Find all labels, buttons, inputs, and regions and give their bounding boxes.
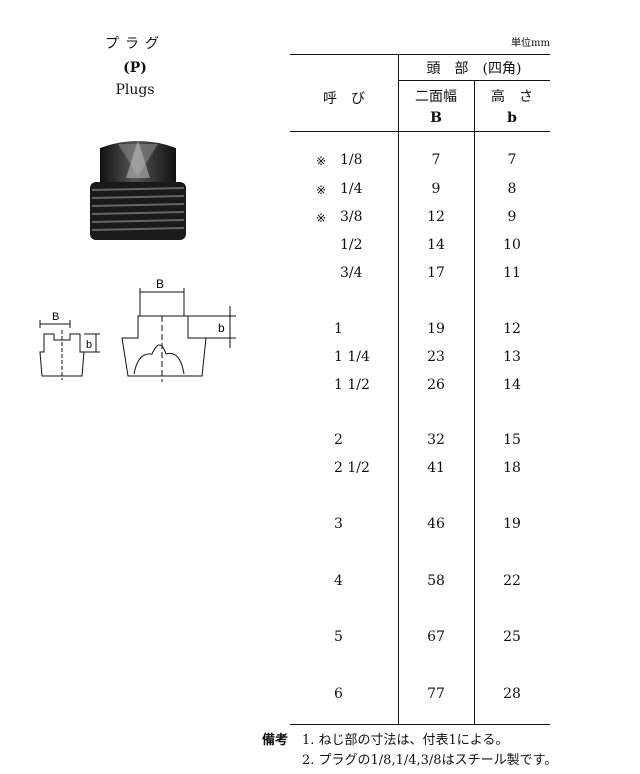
large-b-lower-label: b <box>218 321 225 335</box>
header-height: 高 さ <box>491 89 533 105</box>
row-B: 12 <box>427 209 445 225</box>
header-col-b: b <box>507 110 517 126</box>
row-b: 25 <box>503 629 521 645</box>
unit-label: 単位mm <box>511 38 550 49</box>
row-size: 5 <box>334 629 343 645</box>
row-size: 1/4 <box>340 181 363 197</box>
row-b: 12 <box>503 321 521 337</box>
row-B: 77 <box>427 686 445 702</box>
row-b: 28 <box>503 686 521 702</box>
row-size: 3/8 <box>340 209 363 225</box>
header-head: 頭 部 (四角) <box>426 61 522 77</box>
row-B: 46 <box>427 516 445 532</box>
note-2: 2. プラグの1/8,1/4,3/8はスチール製です。 <box>302 753 558 768</box>
row-mark: ※ <box>316 154 327 168</box>
row-b: 10 <box>503 237 521 253</box>
notes-label: 備考 <box>262 733 289 748</box>
row-B: 9 <box>431 181 441 197</box>
table-divider-2 <box>474 80 475 724</box>
title-english: Plugs <box>115 82 155 98</box>
header-nominal: 呼 び <box>323 91 365 107</box>
row-size: 4 <box>334 573 343 589</box>
row-b: 14 <box>503 377 521 393</box>
row-b: 18 <box>503 460 521 476</box>
row-B: 19 <box>427 321 445 337</box>
row-size: 1 1/2 <box>334 377 370 393</box>
table-divider-1 <box>398 54 399 724</box>
row-size: 1 1/4 <box>334 349 370 365</box>
row-size: 6 <box>334 686 343 702</box>
row-B: 14 <box>427 237 445 253</box>
row-size: 1/2 <box>340 237 363 253</box>
row-B: 32 <box>427 432 445 448</box>
row-size: 3 <box>334 516 343 532</box>
row-b: 11 <box>503 265 521 281</box>
large-b-upper-label: B <box>156 277 164 291</box>
small-dimension-drawing: B b <box>39 311 100 380</box>
table-header-bottom-rule <box>290 131 550 132</box>
table-top-rule <box>290 54 550 55</box>
row-b: 19 <box>503 516 521 532</box>
header-col-B: B <box>430 110 442 126</box>
row-B: 41 <box>427 460 445 476</box>
row-b: 22 <box>503 573 521 589</box>
large-dimension-drawing: B b <box>121 277 236 382</box>
plug-photo <box>90 140 186 240</box>
row-size: 3/4 <box>340 265 363 281</box>
small-b-lower-label: b <box>86 339 92 351</box>
row-size: 2 <box>334 432 343 448</box>
title-code: (P) <box>123 60 147 76</box>
row-b: 8 <box>507 181 517 197</box>
row-B: 17 <box>427 265 445 281</box>
header-width-across-flats: 二面幅 <box>415 89 457 105</box>
row-B: 67 <box>427 629 445 645</box>
table-bottom-rule <box>290 724 550 725</box>
small-b-upper-label: B <box>52 311 59 323</box>
row-b: 15 <box>503 432 521 448</box>
row-B: 58 <box>427 573 445 589</box>
row-mark: ※ <box>316 183 327 197</box>
row-B: 7 <box>431 152 441 168</box>
row-B: 23 <box>427 349 445 365</box>
row-size: 1/8 <box>340 152 363 168</box>
row-mark: ※ <box>316 211 327 225</box>
row-size: 2 1/2 <box>334 460 370 476</box>
row-B: 26 <box>427 377 445 393</box>
row-b: 9 <box>507 209 517 225</box>
title-japanese: プラグ <box>105 36 165 52</box>
row-size: 1 <box>334 321 343 337</box>
row-b: 13 <box>503 349 521 365</box>
note-1: 1. ねじ部の寸法は、付表1による。 <box>302 733 509 748</box>
row-b: 7 <box>507 152 517 168</box>
